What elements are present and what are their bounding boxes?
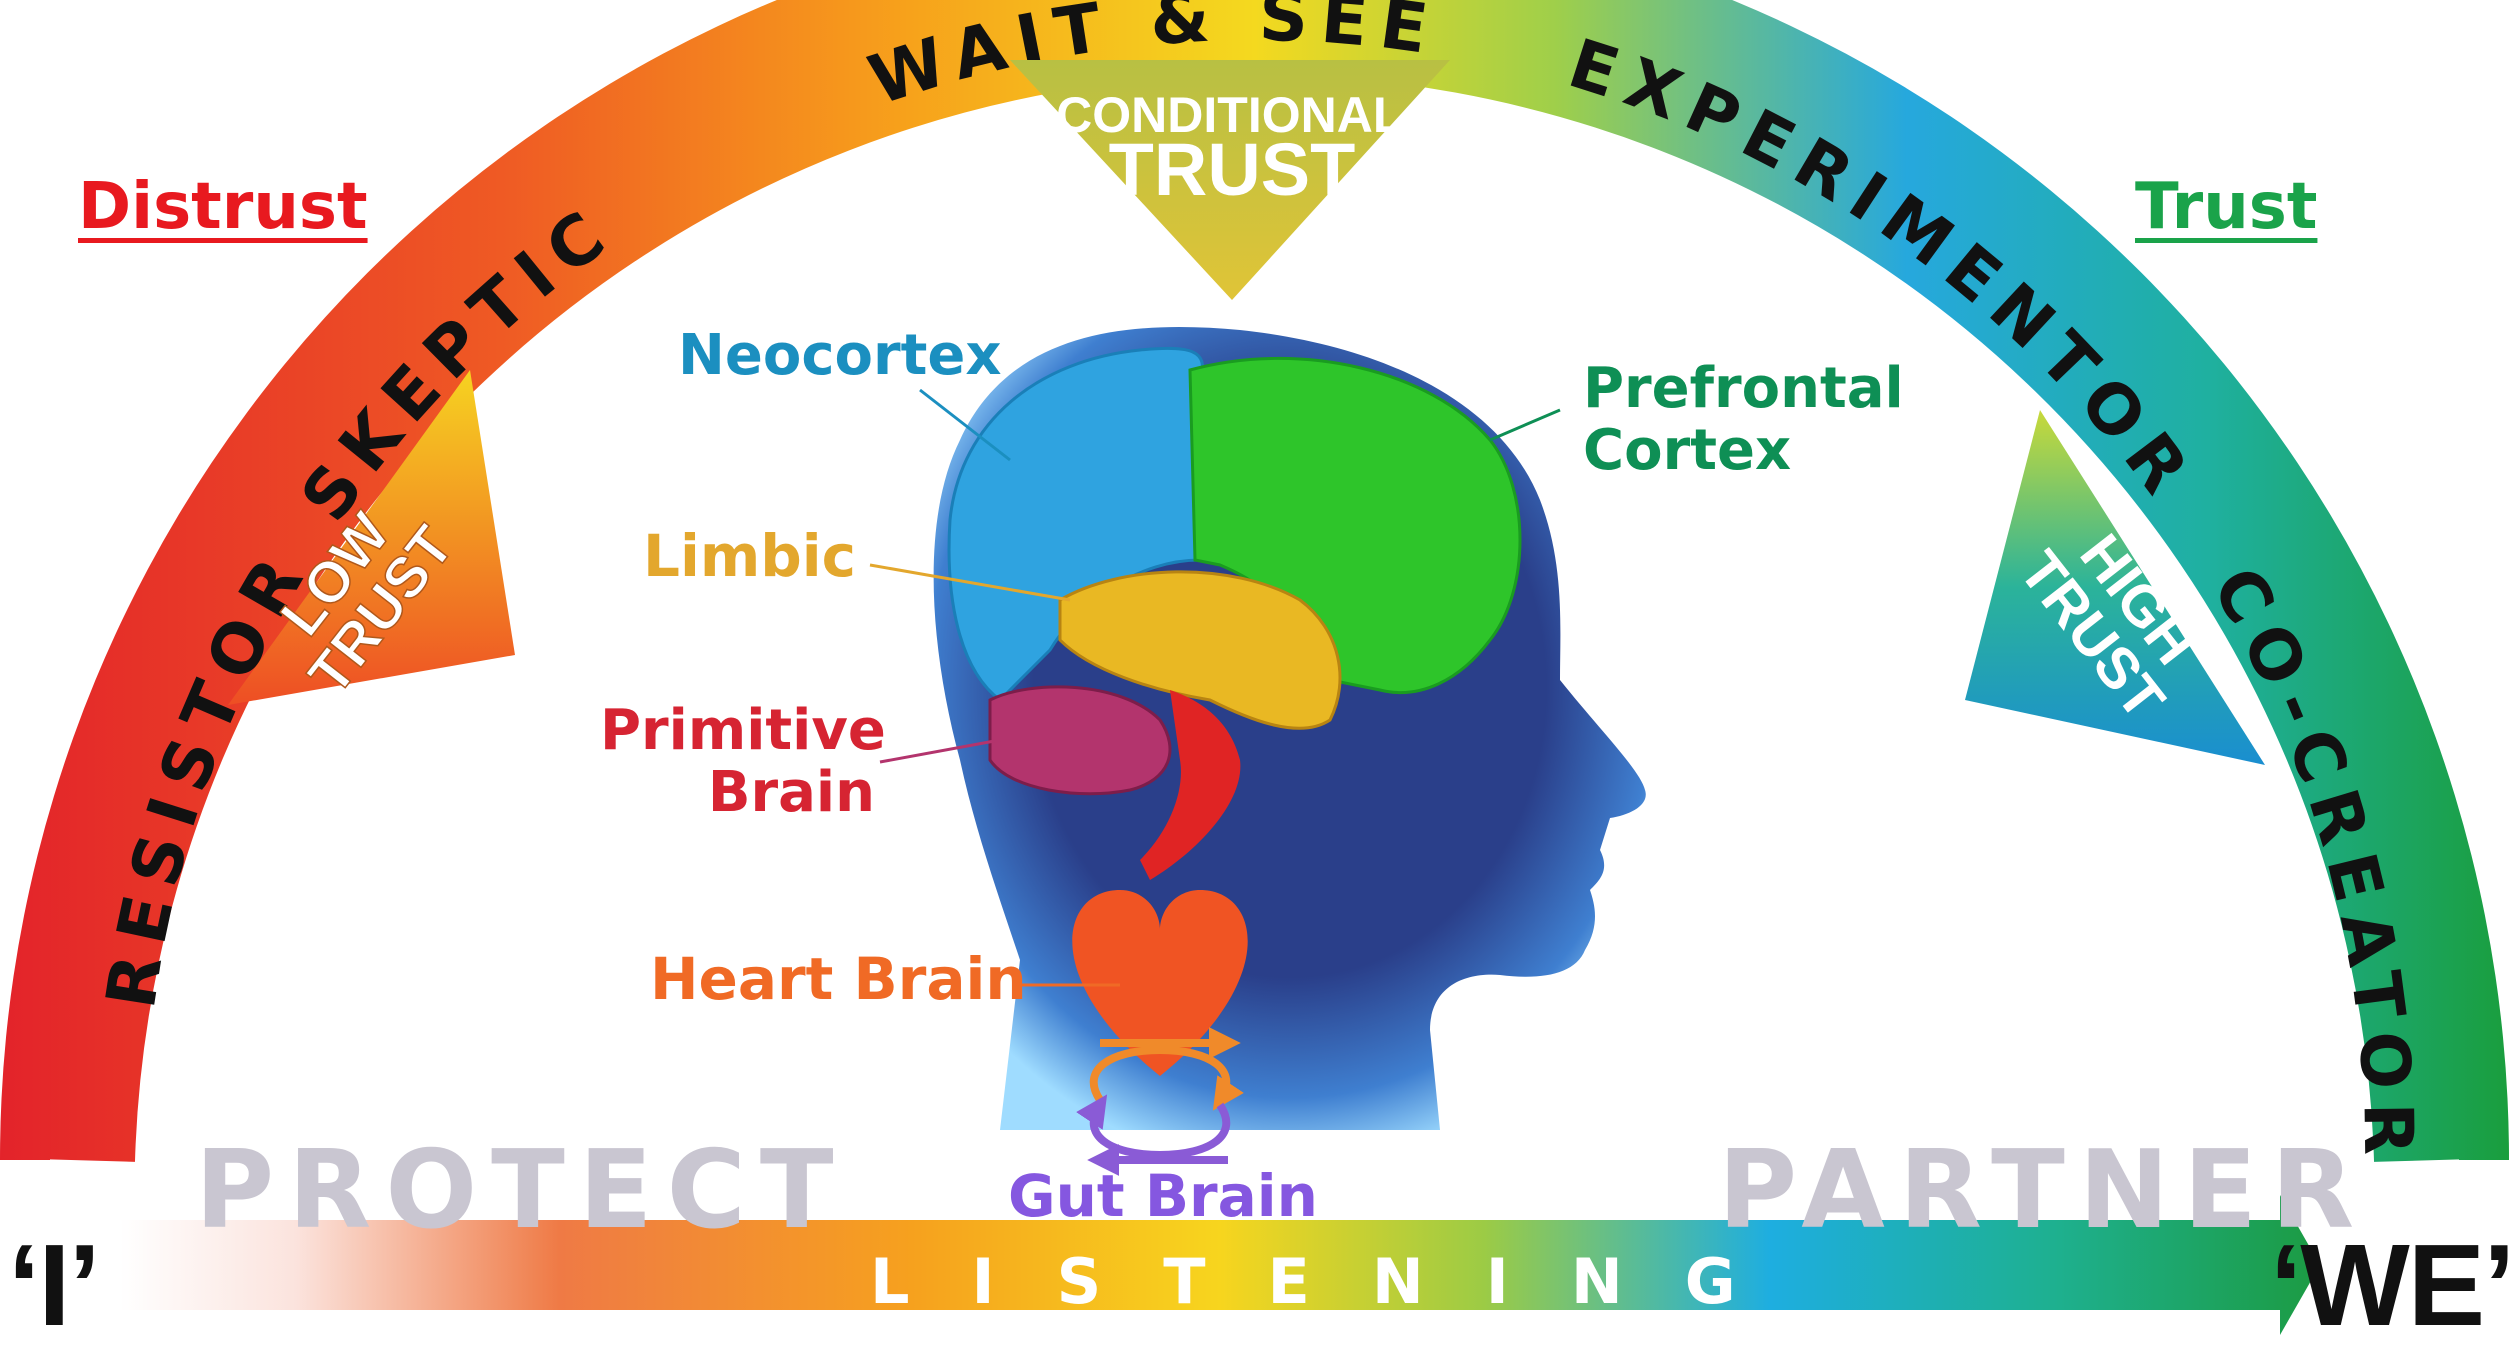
- low-trust-wedge: [228, 370, 515, 705]
- neocortex-label: Neocortex: [678, 323, 1002, 388]
- conditional-trust-wedge: [1010, 60, 1450, 300]
- prefrontal-line-1: Prefrontal: [1583, 356, 1904, 421]
- axis-end-we: ‘WE’: [2270, 1220, 2509, 1350]
- protect-label: PROTECT: [195, 1128, 848, 1253]
- primitive-line-2: Brain: [707, 759, 875, 825]
- brain-primitive: [988, 685, 1172, 796]
- prefrontal-line-2: Cortex: [1583, 417, 1792, 483]
- brain-limbic: [1058, 570, 1342, 730]
- brain-stem: [1140, 690, 1241, 880]
- high-trust-wedge: [1965, 410, 2265, 765]
- heart-brain-label: Heart Brain: [650, 945, 1027, 1013]
- heart-icon: [1072, 890, 1248, 1076]
- axis-start-i: ‘I’: [8, 1220, 101, 1350]
- conditional-trust-label: CONDITIONAL TRUST: [1056, 87, 1408, 211]
- limbic-label: Limbic: [643, 522, 857, 590]
- cycle-arrows-icon: [1076, 1027, 1244, 1176]
- primitive-brain-label: Primitive Brain: [600, 698, 886, 825]
- primitive-line-1: Primitive: [600, 698, 886, 763]
- gut-brain-label: Gut Brain: [1008, 1162, 1318, 1230]
- listening-axis-arrow: [120, 1195, 2320, 1335]
- leader-lines: [869, 388, 1561, 987]
- prefrontal-cortex-label: Prefrontal Cortex: [1583, 358, 1904, 481]
- listening-label: LISTENING: [870, 1245, 1798, 1318]
- distrust-label: Distrust: [78, 170, 368, 244]
- trust-label: Trust: [2135, 170, 2318, 244]
- partner-label: PARTNER: [1718, 1128, 2369, 1253]
